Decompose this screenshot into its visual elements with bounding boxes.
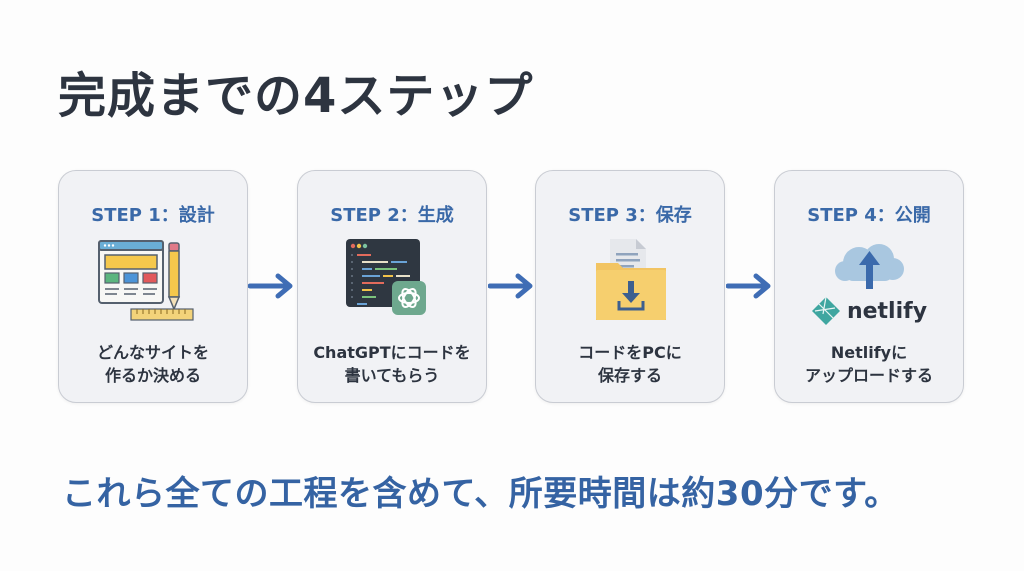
step-description-line: 作るか決める xyxy=(104,366,201,385)
netlify-diamond-icon xyxy=(811,296,840,325)
step-title: STEP 4：公開 xyxy=(807,205,931,226)
step-description-line: Netlifyに xyxy=(830,343,908,362)
step-description-line: アップロードする xyxy=(804,366,933,385)
step-description-line: コードをPCに xyxy=(578,343,682,362)
step-card-1: STEP 1：設計 どんなサイトを 作るか決める xyxy=(58,170,248,403)
step-description-line: ChatGPTにコードを xyxy=(313,343,471,362)
web-design-icon xyxy=(98,240,194,321)
code-editor-chatgpt-icon xyxy=(346,239,426,315)
cloud-upload-icon xyxy=(835,244,904,289)
arrow-right-icon xyxy=(248,273,293,299)
step-description: Netlifyに アップロードする xyxy=(775,341,963,387)
step-title: STEP 3：保存 xyxy=(568,205,692,226)
step-card-3: STEP 3：保存 コードをPCに 保存する xyxy=(535,170,725,403)
step-description: どんなサイトを 作るか決める xyxy=(59,341,247,387)
netlify-logo: netlify xyxy=(775,296,963,326)
summary-text: これら全ての工程を含めて、所要時間は約30分です。 xyxy=(62,474,899,514)
step-title: STEP 2：生成 xyxy=(330,205,454,226)
step-description-line: どんなサイトを xyxy=(96,343,209,362)
step-description-line: 保存する xyxy=(597,366,662,385)
arrow-right-icon xyxy=(726,273,771,299)
step-card-2: STEP 2：生成 ChatGPTにコードを 書いてもらう xyxy=(297,170,487,403)
step-description: コードをPCに 保存する xyxy=(536,341,724,387)
netlify-wordmark: netlify xyxy=(846,298,928,324)
step-description: ChatGPTにコードを 書いてもらう xyxy=(298,341,486,387)
folder-download-icon xyxy=(596,239,666,320)
step-title: STEP 1：設計 xyxy=(91,205,215,226)
page-title: 完成までの4ステップ xyxy=(58,68,534,124)
step-card-4: STEP 4：公開 netlify Netlifyに アップロードする xyxy=(774,170,964,403)
arrow-right-icon xyxy=(488,273,533,299)
step-description-line: 書いてもらう xyxy=(344,366,440,385)
